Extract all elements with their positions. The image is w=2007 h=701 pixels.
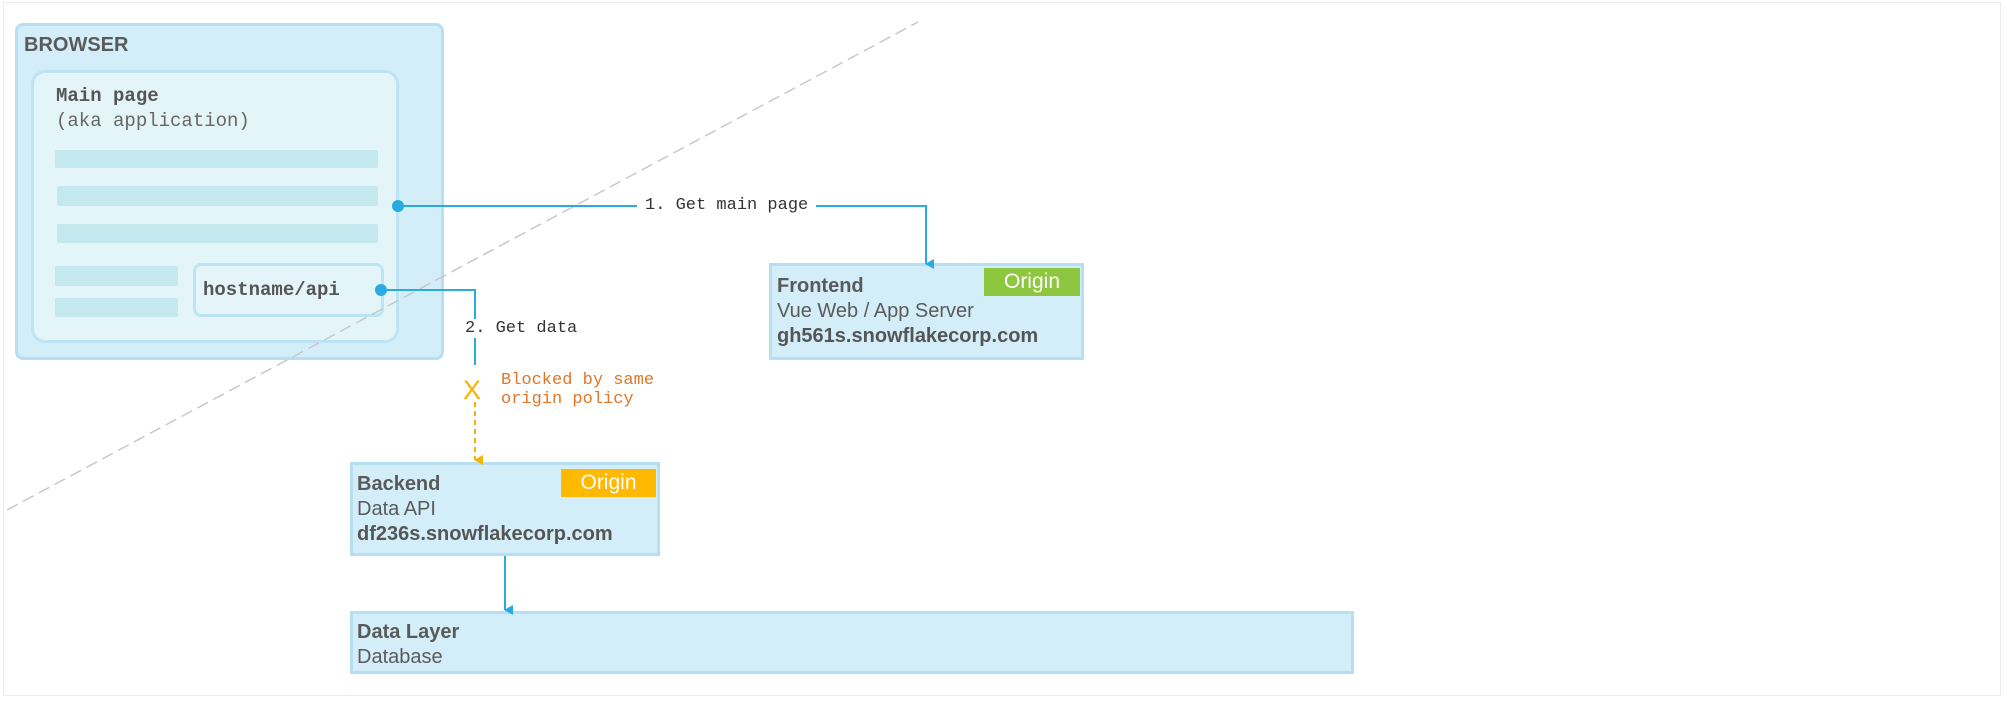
content-placeholder-bar	[55, 266, 178, 286]
main-page-subtitle: (aka application)	[56, 110, 250, 132]
origin-boundary-line	[6, 21, 919, 511]
frontend-origin-badge: Origin	[984, 268, 1080, 296]
get-main-page-start-dot	[392, 200, 404, 212]
blocked-x-icon: X	[463, 375, 482, 405]
frontend-host: gh561s.snowflakecorp.com	[777, 325, 1039, 347]
content-placeholder-bar	[57, 224, 378, 243]
get-data-connector	[381, 289, 476, 365]
backend-description: Data API	[357, 498, 436, 520]
get-main-page-label: 1. Get main page	[637, 196, 817, 215]
content-placeholder-bar	[55, 150, 378, 168]
get-main-page-connector	[398, 205, 934, 269]
diagram-frame	[3, 2, 2001, 696]
backend-origin-badge: Origin	[561, 469, 656, 497]
get-data-start-dot	[375, 284, 387, 296]
blocked-note-line1: Blocked by same	[501, 371, 655, 390]
content-placeholder-bar	[55, 298, 178, 317]
data-layer-box	[350, 611, 1354, 674]
get-data-label: 2. Get data	[460, 319, 583, 338]
frontend-description: Vue Web / App Server	[777, 300, 974, 322]
browser-title: BROWSER	[24, 34, 129, 56]
backend-host: df236s.snowflakecorp.com	[357, 523, 613, 545]
main-page-title: Main page	[56, 85, 159, 107]
frontend-name: Frontend	[777, 275, 864, 297]
api-endpoint-box	[193, 263, 384, 317]
blocked-note-line2: origin policy	[501, 390, 634, 409]
backend-name: Backend	[357, 473, 441, 495]
data-layer-description: Database	[357, 646, 443, 668]
content-placeholder-bar	[57, 186, 378, 206]
data-layer-name: Data Layer	[357, 621, 460, 643]
api-endpoint-label: hostname/api	[203, 279, 340, 301]
